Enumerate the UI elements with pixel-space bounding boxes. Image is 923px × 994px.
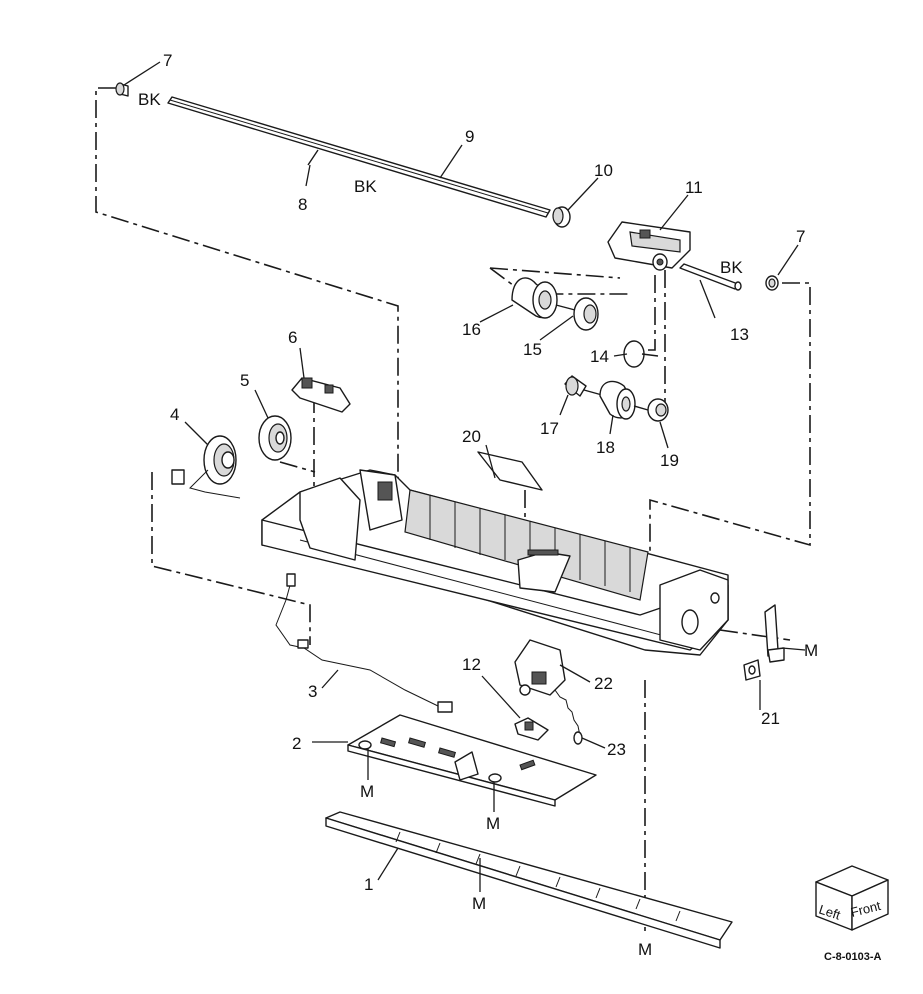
label-9: 9 (465, 127, 474, 146)
actuator-22 (514, 639, 566, 696)
label-2: 2 (292, 734, 301, 753)
frame-ribs (429, 495, 631, 592)
label-11: 11 (685, 178, 703, 197)
orientation-cube: Left Front (815, 865, 889, 931)
roller-15 (555, 297, 599, 331)
label-bk-a: BK (138, 90, 161, 109)
label-1: 1 (364, 875, 373, 894)
sheet-20 (477, 451, 543, 491)
label-12: 12 (462, 655, 481, 674)
clip-6 (291, 377, 351, 413)
label-19: 19 (660, 451, 679, 470)
spring-23 (554, 689, 583, 745)
bracket-11 (607, 221, 691, 271)
bushing-10 (552, 206, 571, 228)
motor-4 (171, 435, 241, 499)
label-4: 4 (170, 405, 179, 424)
roller-19 (633, 398, 669, 422)
connector-12 (514, 717, 549, 741)
roller-14 (623, 340, 659, 368)
label-7a: 7 (163, 51, 172, 70)
label-14: 14 (590, 347, 609, 366)
label-3: 3 (308, 682, 317, 701)
shaft-13 (679, 263, 742, 291)
pin-8 (305, 149, 319, 187)
leader-lines (123, 61, 806, 892)
label-17: 17 (540, 419, 559, 438)
label-8: 8 (298, 195, 307, 214)
part-labels: 7 BK 9 BK 8 10 11 7 BK 13 16 15 14 17 18… (138, 51, 818, 959)
bearing-7-right (765, 275, 779, 291)
label-16: 16 (462, 320, 481, 339)
bracket-21 (743, 604, 785, 681)
roller-18 (599, 380, 636, 420)
label-13: 13 (730, 325, 749, 344)
label-m-bottom: M (638, 940, 652, 959)
label-10: 10 (594, 161, 613, 180)
label-18: 18 (596, 438, 615, 457)
cube-left-label: Left (817, 902, 843, 923)
main-frame (261, 469, 729, 656)
pcb-2 (347, 714, 597, 807)
figure-code: C-8-0103-A (824, 951, 882, 963)
shaft-9 (115, 82, 551, 218)
label-21: 21 (761, 709, 780, 728)
label-bk-b: BK (354, 177, 377, 196)
label-20: 20 (462, 427, 481, 446)
roller-16 (511, 277, 558, 319)
rail-1 (325, 811, 733, 949)
roller-17 (564, 375, 603, 397)
label-22: 22 (594, 674, 613, 693)
label-m-pcb-left: M (360, 782, 374, 801)
label-23: 23 (607, 740, 626, 759)
label-bk-c: BK (720, 258, 743, 277)
cube-front-label: Front (849, 898, 882, 920)
gear-5 (258, 415, 292, 461)
label-m-pcb-right: M (486, 814, 500, 833)
label-m-right: M (804, 641, 818, 660)
label-7b: 7 (796, 227, 805, 246)
label-6: 6 (288, 328, 297, 347)
label-m-rail: M (472, 894, 486, 913)
label-15: 15 (523, 340, 542, 359)
harness-3 (275, 573, 453, 713)
label-5: 5 (240, 371, 249, 390)
